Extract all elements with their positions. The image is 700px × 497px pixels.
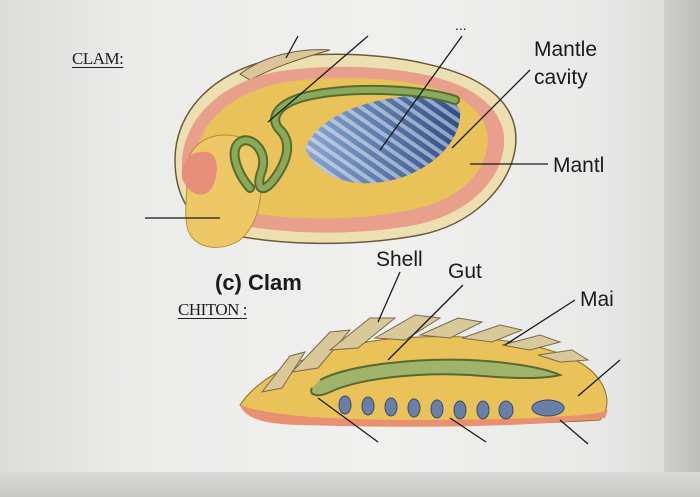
label-gut: Gut	[448, 260, 482, 283]
gill	[453, 400, 467, 420]
gill	[361, 396, 375, 416]
shell-plate	[373, 314, 442, 341]
clam-foot-pink	[181, 151, 217, 195]
leader-line-bottom-1	[317, 397, 379, 443]
chiton-illustration	[239, 314, 608, 427]
chiton-shell-plates	[260, 314, 590, 393]
leader-line-bottom-2	[449, 417, 487, 443]
clam-leader-lines	[145, 35, 548, 219]
gill	[498, 400, 514, 420]
figure-caption-clam: (c) Clam	[215, 270, 302, 295]
chiton-leader-lines	[317, 271, 621, 445]
leader-line-right	[577, 359, 621, 397]
clam-heading: CLAM:	[72, 49, 124, 68]
leader-line-bottom-3	[559, 419, 589, 445]
frame-edge-bottom	[0, 472, 700, 497]
leader-line-mantle-chiton	[504, 299, 576, 346]
gill	[430, 399, 444, 419]
clam-shell-hinge	[239, 49, 331, 81]
shell-plate	[328, 317, 397, 351]
gill	[531, 399, 565, 417]
leader-line-gut-clam	[267, 35, 369, 123]
label-mantle: Mantl	[553, 154, 604, 177]
label-top-cut: ...	[455, 17, 467, 33]
shell-plate	[501, 334, 562, 351]
gill	[407, 398, 421, 418]
shell-plate	[461, 324, 524, 343]
shell-plate	[537, 349, 590, 363]
label-shell: Shell	[376, 248, 423, 271]
label-mantle-cavity-2: cavity	[534, 66, 588, 89]
chiton-gut	[310, 358, 563, 397]
shell-plate	[290, 329, 352, 373]
gill	[384, 397, 398, 417]
clam-gill-lamellae	[305, 95, 461, 184]
leader-line-mantle-cavity	[451, 69, 531, 149]
shell-plate	[260, 351, 307, 393]
leader-line-shell-top	[285, 35, 299, 59]
chiton-mantle-rim	[240, 405, 608, 427]
shell-plate	[418, 317, 484, 339]
leader-line-gill	[379, 35, 463, 151]
chiton-gills	[338, 395, 565, 420]
label-mantle-chiton: Mai	[580, 288, 614, 311]
clam-illustration	[174, 49, 517, 248]
label-mantle-cavity-1: Mantle	[534, 38, 597, 61]
clam-gut-inner	[231, 86, 458, 192]
leader-line-shell	[377, 271, 401, 323]
chiton-heading: CHITON :	[178, 300, 247, 319]
frame-edge-right	[664, 0, 700, 497]
leader-line-gut	[387, 284, 464, 361]
gill	[476, 400, 490, 420]
gill	[338, 395, 352, 415]
